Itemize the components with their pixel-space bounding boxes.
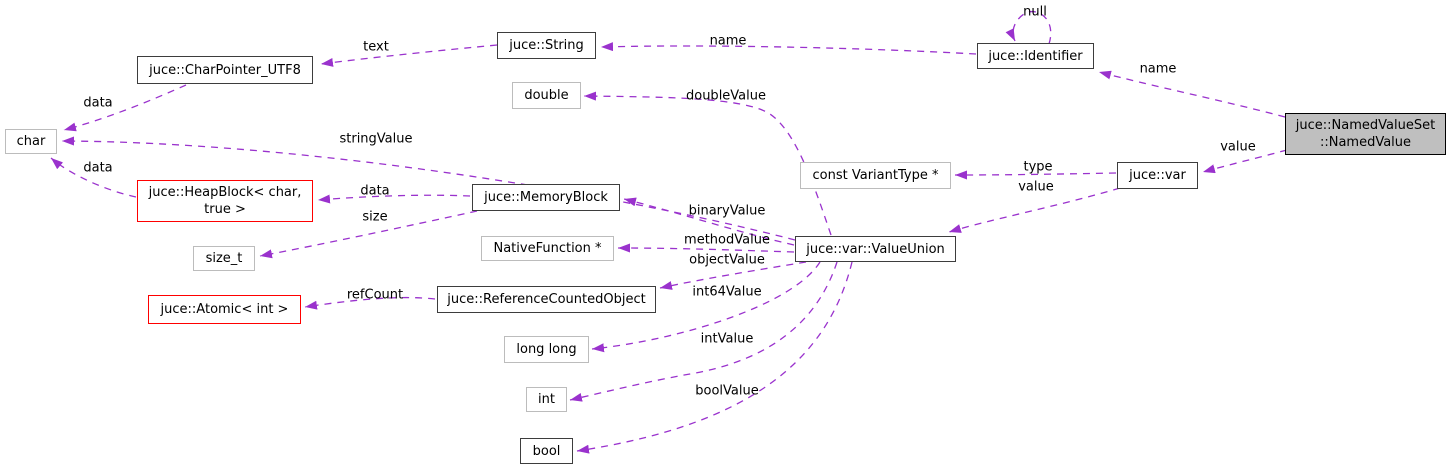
node-charpointer-utf8[interactable]: juce::CharPointer_UTF8	[137, 56, 313, 84]
node-int: int	[526, 387, 567, 412]
edge-label-name-string: name	[709, 33, 747, 49]
edge-label-value-var: value	[1220, 139, 1256, 155]
edge-label-methodvalue: methodValue	[684, 232, 770, 248]
node-juce-var[interactable]: juce::var	[1117, 162, 1198, 189]
edge-text	[320, 44, 498, 67]
node-juce-atomic-int[interactable]: juce::Atomic< int >	[148, 295, 301, 324]
edge-objectvalue	[659, 261, 807, 290]
node-long-long: long long	[504, 336, 589, 363]
edge-data-memoryblock	[317, 194, 471, 204]
edge-label-stringvalue: stringValue	[339, 131, 413, 147]
edge-value-to-valueunion	[948, 187, 1121, 233]
edge-name-to-identifier	[1098, 70, 1286, 118]
node-juce-identifier[interactable]: juce::Identifier	[977, 43, 1094, 69]
edge-label-size: size	[362, 209, 388, 225]
node-juce-referencecountedobject[interactable]: juce::ReferenceCountedObject	[437, 286, 656, 313]
edge-value-to-var	[1202, 149, 1288, 174]
edge-int64value	[591, 261, 821, 353]
edge-label-type: type	[1023, 159, 1053, 175]
edge-label-intvalue: intValue	[700, 331, 754, 347]
edge-label-value-union: value	[1018, 179, 1054, 195]
edge-label-boolvalue: boolValue	[695, 383, 759, 399]
edge-label-refcount: refCount	[346, 287, 404, 303]
node-namedvalueset-namedvalue: juce::NamedValueSet ::NamedValue	[1285, 113, 1446, 155]
edge-size	[259, 210, 478, 259]
edge-methodvalue	[617, 243, 795, 253]
edge-label-null: null	[1023, 4, 1047, 20]
edge-label-data-memoryblock: data	[360, 183, 390, 199]
edge-null-self-loop	[1005, 10, 1052, 45]
node-heapblock-line1: juce::HeapBlock< char,	[148, 185, 302, 200]
node-namedvalue-line2: ::NamedValue	[1319, 135, 1412, 150]
edge-label-data-heapblock: data	[83, 160, 113, 176]
edge-label-text: text	[363, 39, 389, 55]
node-size-t: size_t	[193, 246, 255, 271]
edge-data-charpointer	[63, 84, 187, 132]
node-juce-var-valueunion[interactable]: juce::var::ValueUnion	[795, 236, 956, 262]
edge-name-to-string	[600, 42, 977, 55]
node-juce-memoryblock[interactable]: juce::MemoryBlock	[472, 184, 620, 211]
edge-type	[954, 170, 1117, 180]
node-const-varianttype-ptr: const VariantType *	[800, 162, 951, 189]
node-bool[interactable]: bool	[520, 438, 573, 464]
edge-boolvalue	[576, 261, 853, 454]
node-nativefunction-ptr: NativeFunction *	[481, 236, 614, 261]
node-heapblock-line2: true >	[204, 202, 246, 217]
edge-label-doublevalue: doubleValue	[685, 88, 767, 104]
edge-label-name-identifier: name	[1139, 61, 1177, 77]
node-juce-string[interactable]: juce::String	[497, 32, 596, 59]
edge-label-int64value: int64Value	[692, 284, 762, 300]
edge-intvalue	[569, 261, 838, 402]
edge-label-binaryvalue: binaryValue	[688, 203, 766, 219]
edge-stringvalue	[61, 136, 796, 241]
edge-label-data-charpointer: data	[83, 95, 113, 111]
node-namedvalue-line1: juce::NamedValueSet	[1295, 118, 1436, 133]
node-heapblock-char-true[interactable]: juce::HeapBlock< char, true >	[137, 180, 313, 222]
edge-label-objectvalue: objectValue	[689, 252, 765, 268]
node-char: char	[5, 129, 57, 154]
node-double: double	[512, 82, 581, 109]
